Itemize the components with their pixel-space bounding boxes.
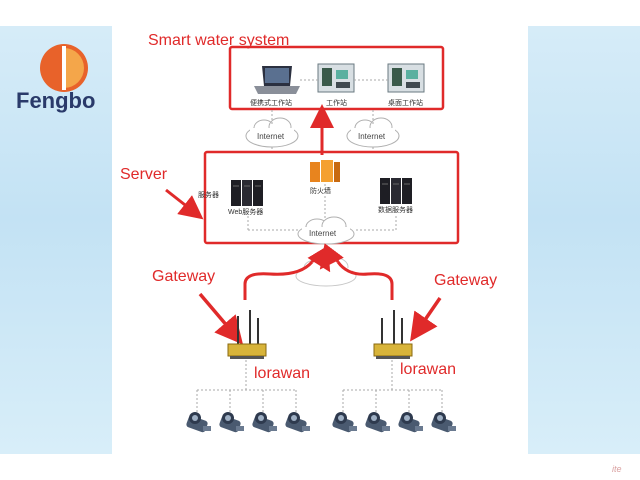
uplink-arrow-right <box>319 243 344 270</box>
cloud-top-left-icon <box>245 117 299 148</box>
brand-name: Fengbo <box>16 88 96 113</box>
database-server-label: 数据服务器 <box>378 207 413 214</box>
desktop-workstation-label: 桌面工作站 <box>388 100 423 107</box>
water-meter-icon <box>252 412 277 433</box>
arrow-to-server <box>165 188 204 220</box>
arrow-to-gateway-right <box>410 297 442 342</box>
laptop-workstation-label: 便携式工作站 <box>250 100 292 107</box>
water-meter-icon <box>285 412 310 433</box>
server-small-label: 服务器 <box>198 192 219 199</box>
gateway-left-uplink <box>243 260 314 300</box>
water-meter-icon <box>398 412 423 433</box>
web-server-icon <box>231 180 263 206</box>
water-meter-icon <box>431 412 456 433</box>
arrow-to-gateway-left <box>198 292 244 345</box>
water-meter-icon <box>365 412 390 433</box>
cloud-top-right-label: Internet <box>358 132 386 141</box>
workstation-icon <box>317 63 355 93</box>
laptop-icon <box>254 66 300 94</box>
cloud-middle-icon <box>297 216 355 245</box>
server-label: Server <box>120 166 168 183</box>
desktop-workstation-icon <box>387 63 425 93</box>
cloud-middle-label: Internet <box>309 229 337 238</box>
gateway-right-uplink <box>336 261 394 300</box>
gateway-right-router-icon <box>373 310 413 359</box>
left-side-panel <box>0 26 112 454</box>
workstation-label: 工作站 <box>326 100 347 107</box>
smart-water-system-title: Smart water system <box>148 32 290 49</box>
lorawan-right-label: lorawan <box>400 361 457 378</box>
database-server-icon <box>380 178 412 204</box>
firewall-label: 防火墙 <box>310 188 331 195</box>
water-meter-icon <box>186 412 211 433</box>
right-side-panel <box>528 26 640 454</box>
cloud-top-left-label: Internet <box>257 132 285 141</box>
water-meter-icon <box>332 412 357 433</box>
water-meter-icon <box>219 412 244 433</box>
water-meters <box>186 412 456 433</box>
fengbo-logo-icon <box>40 44 88 92</box>
gateway-left-router-icon <box>227 310 267 359</box>
web-server-label: Web服务器 <box>228 209 264 216</box>
gateway-right-label: Gateway <box>434 272 498 289</box>
watermark-text: ite <box>612 464 622 474</box>
smart-water-system-box <box>228 45 445 111</box>
firewall-icon <box>310 160 340 182</box>
gateway-left-label: Gateway <box>152 268 216 285</box>
lorawan-left-label: lorawan <box>254 365 311 382</box>
